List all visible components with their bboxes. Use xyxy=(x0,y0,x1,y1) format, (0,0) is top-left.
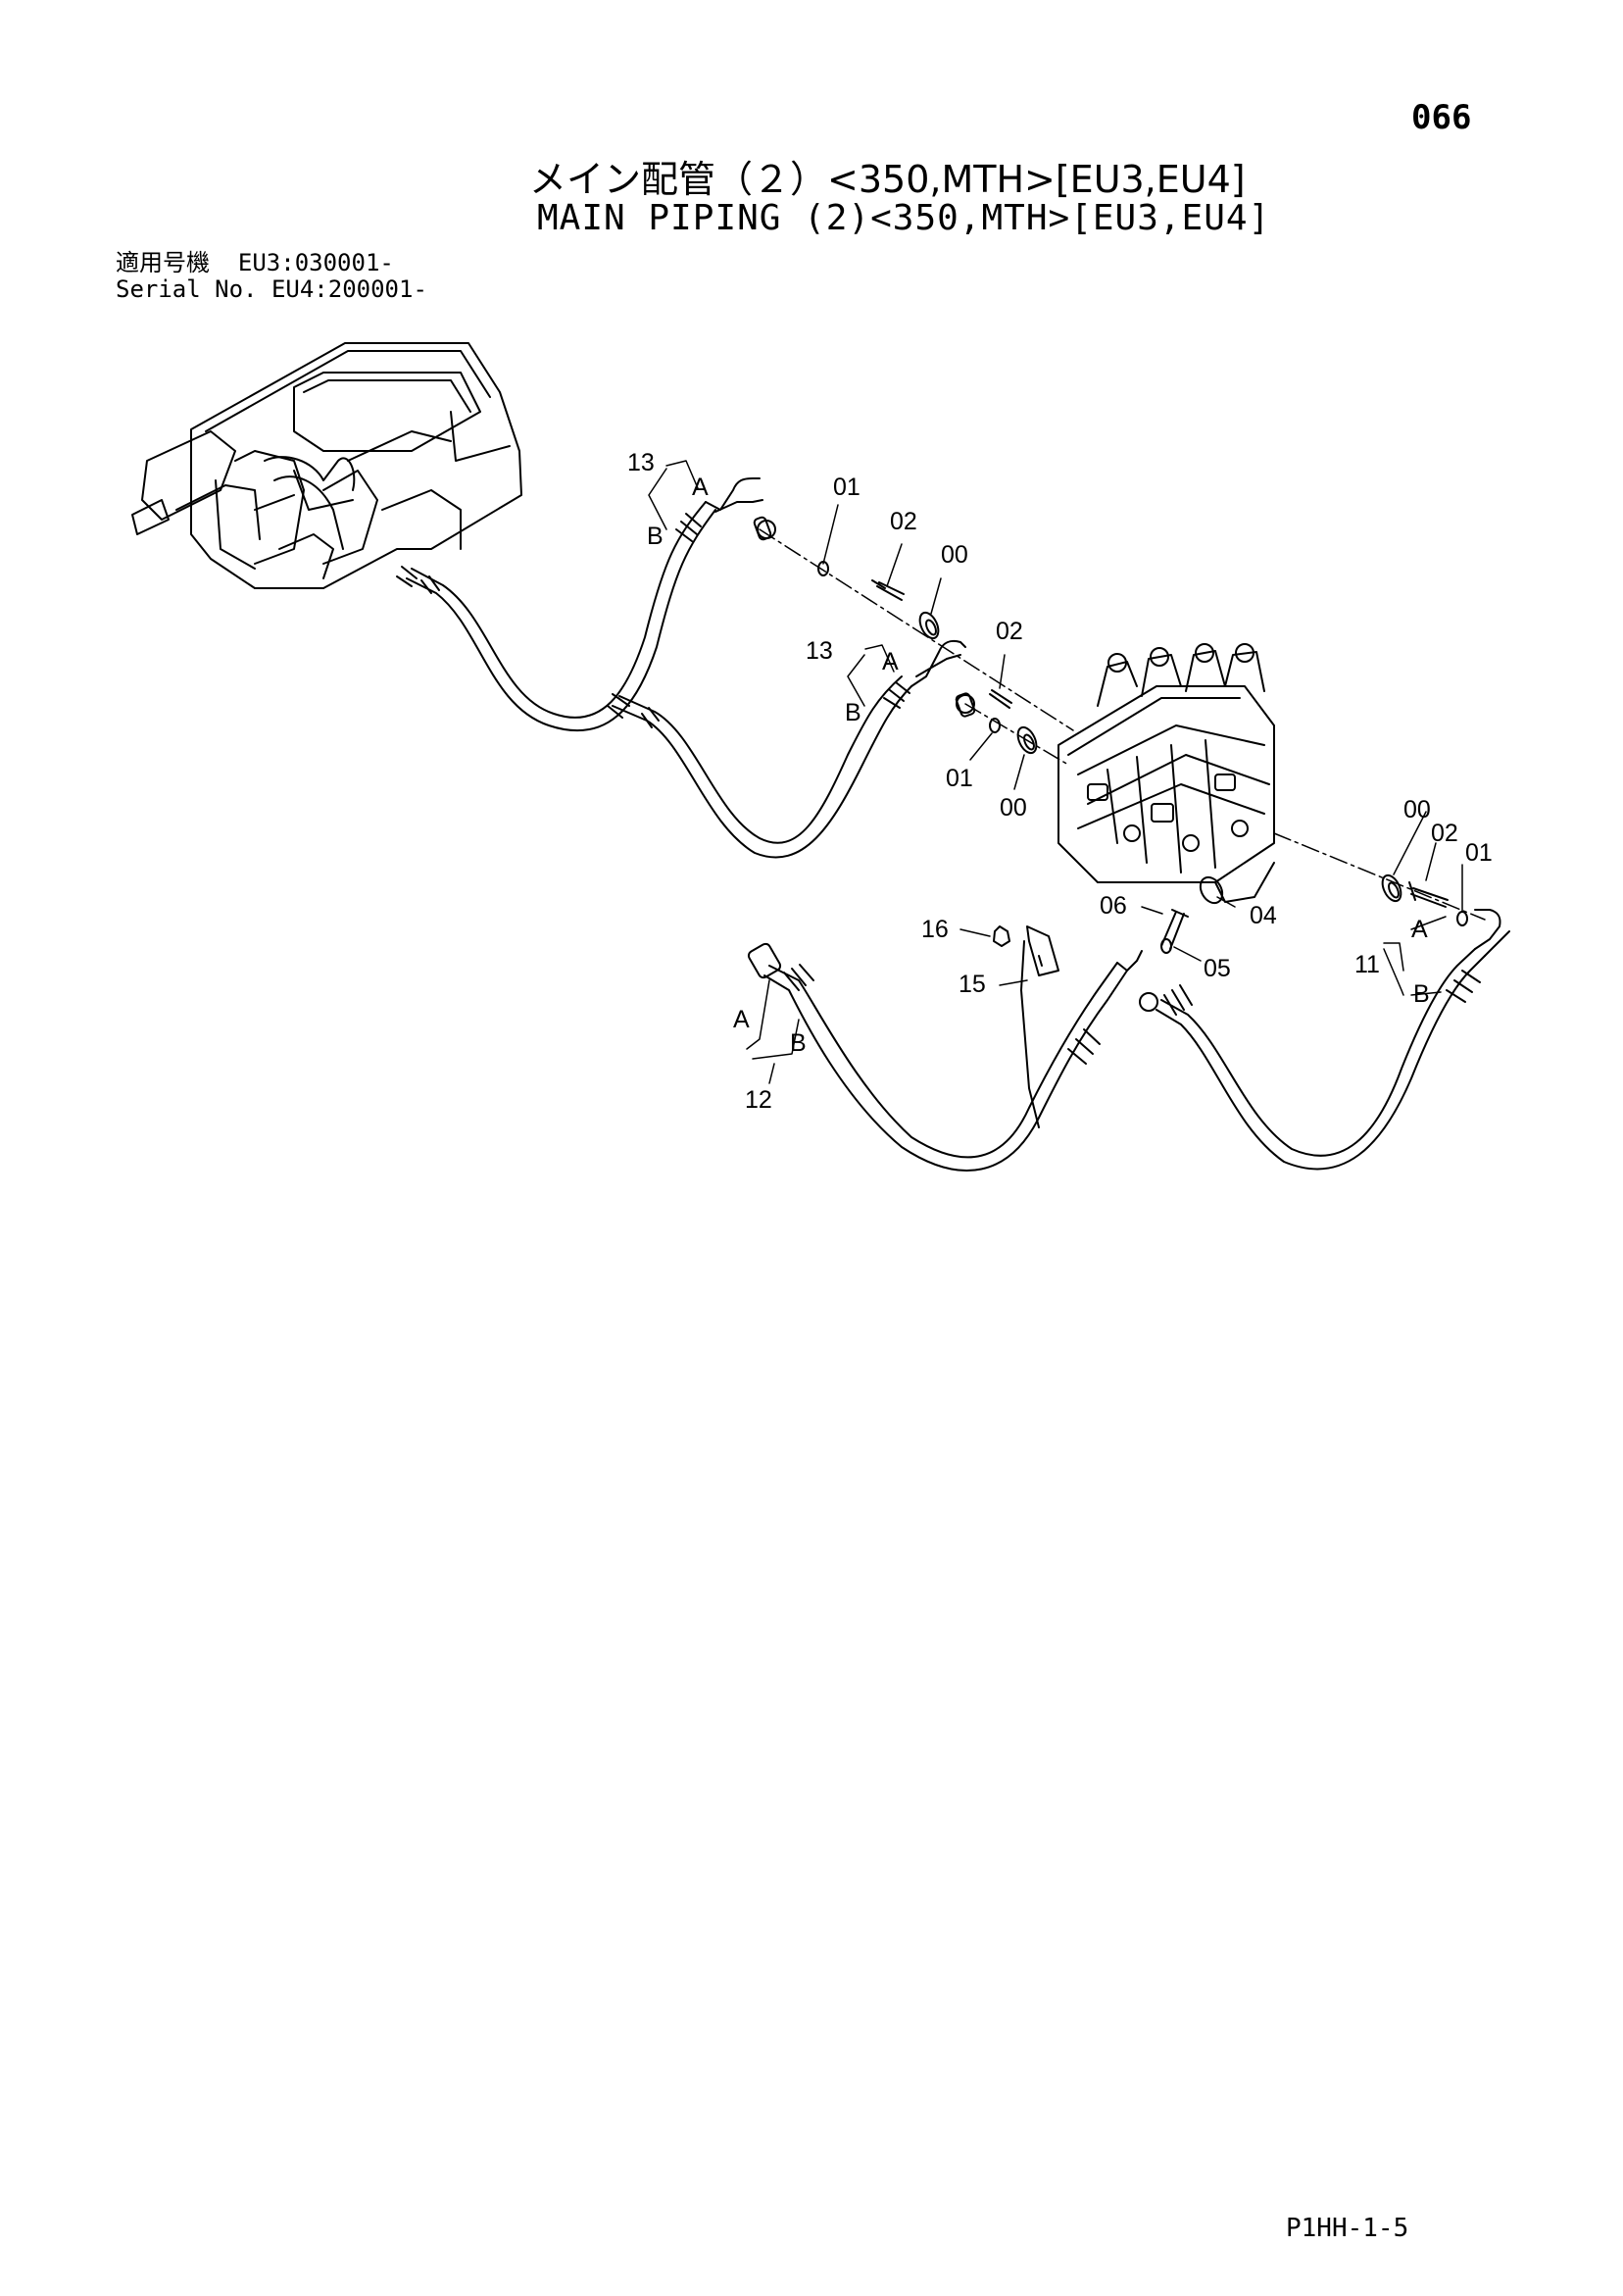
callout-01-upper: 01 xyxy=(833,474,861,501)
serial-row-1: 適用号機 EU3:030001- xyxy=(116,250,427,276)
bolt-06 xyxy=(1160,909,1189,950)
callout-16: 16 xyxy=(921,916,949,943)
hose-11 xyxy=(1139,909,1510,1171)
o-ring-01c xyxy=(1456,911,1468,926)
callout-02-middle: 02 xyxy=(996,618,1023,645)
callout-00-middle: 00 xyxy=(1000,794,1027,822)
bolt-02b xyxy=(989,689,1012,709)
callout-06: 06 xyxy=(1100,892,1127,920)
flange-04 xyxy=(1199,875,1224,905)
hose-13-middle xyxy=(607,639,976,859)
callout-15: 15 xyxy=(959,971,986,998)
serial-label-jp: 適用号機 xyxy=(116,249,210,276)
title-english: MAIN PIPING (2)<350,MTH>[EU3,EU4] xyxy=(537,198,1271,238)
machine-body xyxy=(131,342,522,589)
callout-13-middle-b: B xyxy=(845,699,861,726)
callout-13-upper: 13 xyxy=(627,449,655,476)
serial-range-eu4: EU4:200001- xyxy=(270,275,427,303)
callout-13-upper-a: A xyxy=(692,474,709,501)
callout-11: 11 xyxy=(1354,951,1380,978)
bolt-16 xyxy=(993,925,1010,947)
callout-05: 05 xyxy=(1204,955,1231,982)
callout-13-upper-b: B xyxy=(647,523,664,550)
bracket-15-rod xyxy=(1020,940,1040,1128)
hose-12 xyxy=(747,942,1143,1172)
bolt-02a xyxy=(871,579,905,601)
leader-lines xyxy=(648,460,1463,1084)
serial-number-block: 適用号機 EU3:030001- Serial No. EU4:200001- xyxy=(116,250,427,303)
bolt-02c xyxy=(1408,881,1449,908)
callout-11-a: A xyxy=(1411,916,1428,943)
callout-04: 04 xyxy=(1250,902,1277,929)
page-number: 066 xyxy=(1411,98,1472,137)
serial-row-2: Serial No. EU4:200001- xyxy=(116,276,427,303)
title-japanese: メイン配管（２）<350,MTH>[EU3,EU4] xyxy=(529,158,1246,201)
callout-02-right: 02 xyxy=(1431,820,1458,847)
flange-00c xyxy=(1381,873,1402,903)
assembly-centerlines xyxy=(759,528,1486,921)
control-valve xyxy=(1057,643,1275,903)
callout-00-right: 00 xyxy=(1403,796,1431,824)
hose-13-upper xyxy=(396,477,776,732)
o-ring-05 xyxy=(1160,938,1172,954)
callout-11-b: B xyxy=(1413,980,1430,1008)
callout-12: 12 xyxy=(745,1086,772,1114)
flange-00b xyxy=(1016,725,1038,755)
small-parts xyxy=(817,561,1468,1128)
serial-label-en: Serial No. xyxy=(116,275,258,303)
bracket-15 xyxy=(1026,925,1059,976)
callout-13-middle-a: A xyxy=(882,648,899,675)
footer-code: P1HH-1-5 xyxy=(1286,2214,1409,2243)
callout-01-middle: 01 xyxy=(946,765,973,792)
callout-12-a: A xyxy=(733,1006,750,1033)
callout-13-middle: 13 xyxy=(806,637,833,665)
o-ring-01b xyxy=(989,718,1001,733)
callout-00-upper: 00 xyxy=(941,541,968,569)
callout-12-b: B xyxy=(790,1029,807,1057)
callout-01-right: 01 xyxy=(1465,839,1493,867)
serial-range-eu3: EU3:030001- xyxy=(237,249,394,276)
callout-02-upper: 02 xyxy=(890,508,917,535)
flange-00a xyxy=(918,611,940,640)
callouts: 13 A B 01 02 00 13 A B 02 01 00 00 02 01… xyxy=(627,449,1493,1114)
